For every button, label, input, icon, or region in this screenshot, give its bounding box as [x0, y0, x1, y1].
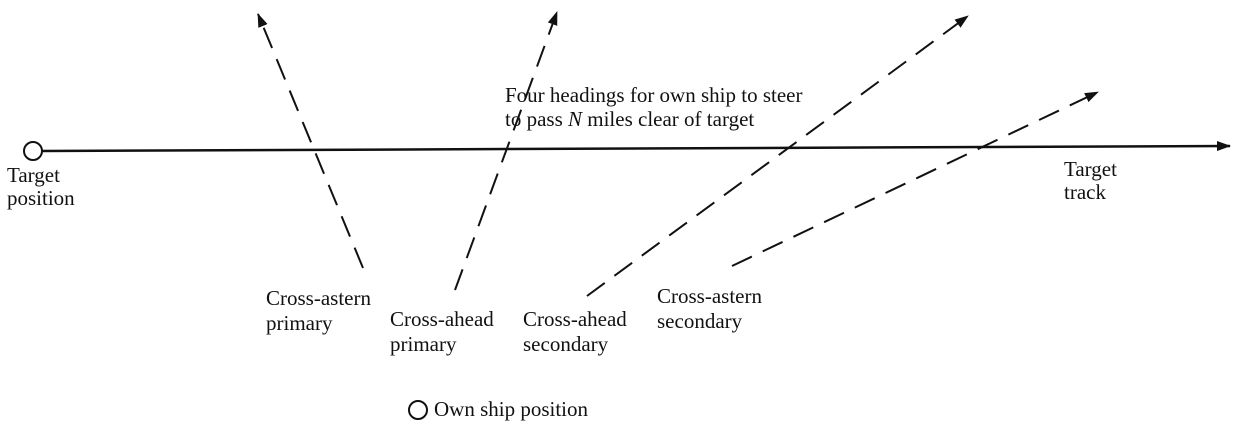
- heading-cross-ahead-primary: [454, 11, 558, 291]
- headings-caption-line1: Four headings for own ship to steer: [505, 83, 803, 107]
- label-cross-ahead-primary-line2: primary: [390, 332, 457, 356]
- label-cross-ahead-secondary-line1: Cross-ahead: [523, 307, 627, 331]
- label-cross-astern-secondary-line2: secondary: [657, 309, 743, 333]
- headings-caption-line2: to pass N miles clear of target: [505, 107, 802, 131]
- label-cross-astern-primary-line1: Cross-astern: [266, 286, 371, 310]
- label-cross-ahead-primary-line1: Cross-ahead: [390, 307, 494, 331]
- target-position-label-line2: position: [7, 186, 75, 210]
- own-ship-position-marker: [408, 400, 428, 420]
- label-cross-ahead-secondary: Cross-ahead secondary: [523, 307, 627, 357]
- target-track-label-line1: Target: [1064, 157, 1117, 181]
- heading-cross-ahead-secondary: [586, 15, 969, 297]
- target-track-line: [41, 141, 1231, 153]
- own-ship-position-label: Own ship position: [434, 397, 588, 421]
- label-cross-astern-secondary-line1: Cross-astern: [657, 284, 762, 308]
- label-cross-astern-secondary: Cross-astern secondary: [657, 284, 762, 334]
- target-position-label-line1: Target: [7, 163, 60, 187]
- label-cross-astern-primary-line2: primary: [266, 311, 333, 335]
- label-cross-ahead-secondary-line2: secondary: [523, 332, 609, 356]
- own-ship-position-label-text: Own ship position: [434, 397, 589, 421]
- target-track-label: Target track: [1064, 158, 1117, 204]
- headings-caption: Four headings for own ship to steer to p…: [505, 83, 802, 131]
- label-cross-ahead-primary: Cross-ahead primary: [390, 307, 494, 357]
- headings-caption-line2-before: to pass: [505, 107, 568, 131]
- headings-caption-distance-symbol: N: [568, 107, 583, 131]
- target-track-label-line2: track: [1064, 180, 1106, 204]
- label-cross-astern-primary: Cross-astern primary: [266, 286, 371, 336]
- heading-cross-astern-primary: [257, 13, 364, 269]
- headings-caption-line2-after: miles clear of target: [582, 107, 755, 131]
- target-position-label: Target position: [7, 164, 75, 210]
- target-position-marker: [23, 141, 43, 161]
